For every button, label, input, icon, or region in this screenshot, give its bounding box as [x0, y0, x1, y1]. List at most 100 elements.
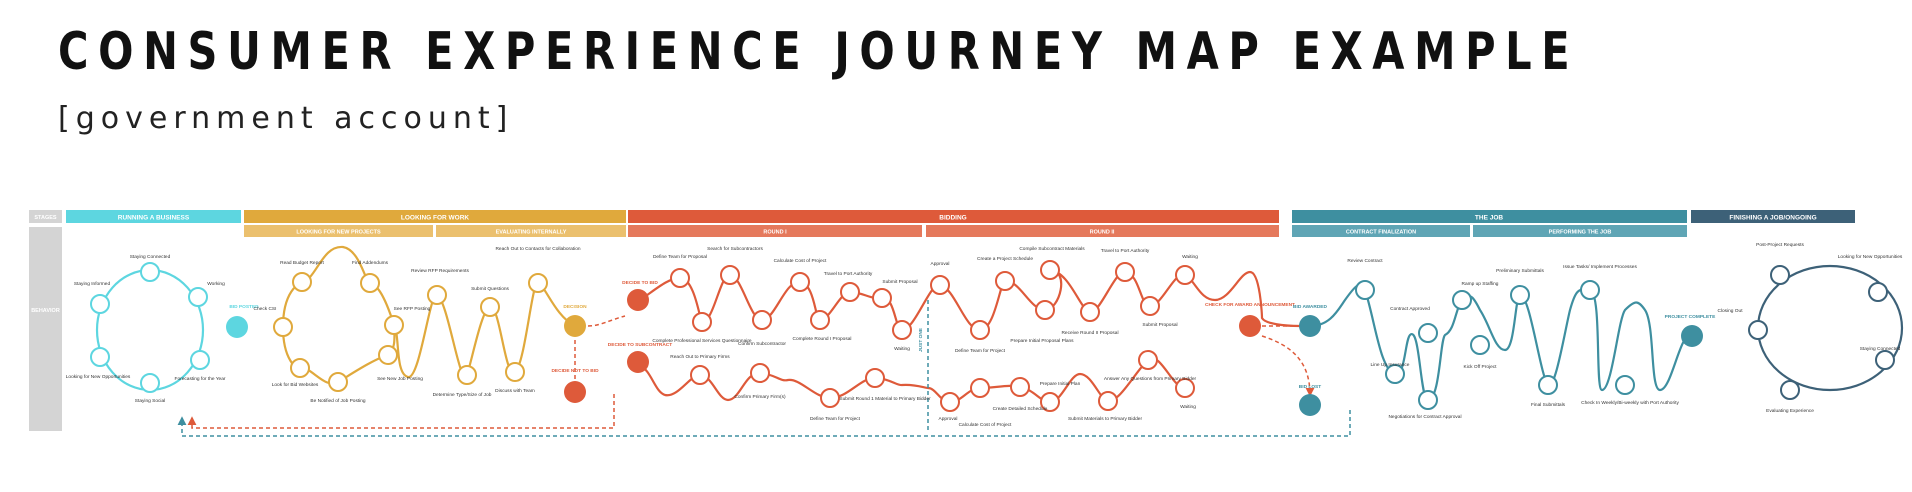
nodes-bidding — [670, 260, 1195, 412]
award-lost-dash — [1261, 335, 1315, 397]
label-reach-primary: Reach Out to Primary Firms — [670, 354, 730, 360]
label-waiting-3: Waiting — [1180, 404, 1196, 410]
decision-node — [564, 315, 586, 337]
dashed-paths — [177, 300, 1351, 437]
looking-path — [281, 245, 576, 385]
label-determine-type: Determine Type/Size of Job — [433, 392, 492, 398]
bid-awarded-node — [1299, 315, 1321, 337]
label-find-addendums: Find Addendums — [352, 260, 389, 266]
label-reach-out: Reach Out to Contacts for Collaboration — [495, 246, 580, 252]
label-kick-off: Kick Off Project — [1464, 364, 1498, 370]
stage-bar-finishing — [1691, 210, 1855, 223]
node-complete-questionnaire — [692, 312, 712, 332]
node-define-team-project — [820, 388, 840, 408]
node-looking-opportunities — [90, 347, 110, 367]
node-reach-primary — [690, 365, 710, 385]
stage-bars: RUNNING A BUSINESS LOOKING FOR WORK BIDD… — [66, 210, 1855, 223]
label-staying-informed: Staying Informed — [74, 281, 111, 287]
project-complete-label: PROJECT COMPLETE — [1665, 314, 1716, 320]
milestones — [226, 289, 1703, 416]
substage-label-evaluating: EVALUATING INTERNALLY — [496, 230, 567, 236]
row-labels: STAGES BEHAVIOR — [29, 210, 62, 431]
node-negotiations — [1418, 390, 1438, 410]
decide-to-subcontract-label: DECIDE TO SUBCONTRACT — [608, 342, 672, 348]
node-travel-port — [840, 282, 860, 302]
stages-row-label: STAGES — [34, 215, 57, 221]
nodes-job — [1355, 280, 1635, 410]
node-notified — [328, 372, 348, 392]
node-approval-1 — [930, 275, 950, 295]
node-calculate-cost — [790, 272, 810, 292]
node-waiting-1 — [892, 320, 912, 340]
label-complete-questionnaire: Complete Professional Services Questionn… — [652, 338, 752, 344]
node-read-budget — [292, 272, 312, 292]
step-labels: Staying Connected Working Forecasting fo… — [66, 242, 1903, 428]
label-check-in: Check In Weekly/Bi-weekly with Port Auth… — [1581, 400, 1679, 406]
node-travel-port-2 — [1115, 262, 1135, 282]
node-forecasting — [190, 350, 210, 370]
bid-posted-label: BID POSTED — [229, 304, 259, 310]
label-travel-port: Travel to Port Authority — [824, 271, 873, 277]
node-discuss-team — [505, 362, 525, 382]
label-evaluating: Evaluating Experience — [1766, 408, 1814, 414]
just-one-label: JUST ONE — [918, 327, 924, 352]
node-working — [188, 287, 208, 307]
decide-to-bid-label: DECIDE TO BID — [622, 280, 658, 286]
stage-label-running: RUNNING A BUSINESS — [118, 215, 190, 222]
node-check-csi — [273, 317, 293, 337]
label-prepare-initial-plan: Prepare Initial Plan — [1040, 381, 1081, 387]
node-ramp-up — [1452, 290, 1472, 310]
label-preliminary-submittals: Preliminary Submittals — [1496, 268, 1544, 274]
label-prepare-initial-plans: Prepare Initial Proposal Plans — [1010, 338, 1074, 344]
substage-label-round2: ROUND II — [1090, 230, 1115, 236]
running-loop-path — [95, 268, 205, 392]
substage-bar-evaluating — [436, 225, 626, 237]
label-waiting-2: Waiting — [1182, 254, 1198, 260]
label-working: Working — [207, 281, 225, 287]
node-staying-informed — [90, 294, 110, 314]
node-kick-off — [1470, 335, 1490, 355]
label-looking-opportunities: Looking for New Opportunities — [66, 374, 131, 380]
label-answer-questions: Answer Any Questions from Primary Bidder — [1104, 376, 1197, 382]
label-staying-connected: Staying Connected — [130, 254, 171, 260]
decide-not-to-bid-label: DECIDE NOT TO BID — [551, 368, 599, 374]
label-staying-social: Staying Social — [135, 398, 165, 404]
label-read-budget: Read Budget Report — [280, 260, 324, 266]
node-prepare-initial-plans — [1035, 300, 1055, 320]
label-receive-round2: Receive Round II Proposal — [1061, 330, 1118, 336]
label-define-team-proposal: Define Team for Proposal — [653, 254, 707, 260]
label-review-rfp: Review RFP Requirements — [411, 268, 469, 274]
stages-row-label-bg — [29, 210, 62, 223]
node-submit-proposal-1 — [872, 288, 892, 308]
page-title: CONSUMER EXPERIENCE JOURNEY MAP EXAMPLE — [58, 22, 1580, 82]
stage-bar-bidding — [628, 210, 1279, 223]
label-compile-materials: Compile Subcontract Materials — [1019, 246, 1085, 252]
node-answer-questions — [1138, 350, 1158, 370]
node-review-rfp — [427, 285, 447, 305]
milestone-labels: BID POSTED DECISION DECIDE TO BID DECIDE… — [229, 280, 1716, 390]
label-negotiations: Negotiations for Contract Approval — [1388, 414, 1461, 420]
node-waiting-3 — [1175, 378, 1195, 398]
bidding-lower-path — [639, 357, 1186, 404]
label-review-contract: Review Contract — [1347, 258, 1383, 264]
label-create-detailed-schedule: Create Detailed Schedule — [993, 406, 1048, 412]
node-submit-materials — [1098, 391, 1118, 411]
label-contract-approved: Contract Approved — [1390, 306, 1430, 312]
decide-to-bid-node — [627, 289, 649, 311]
node-issue-tasks — [1580, 280, 1600, 300]
node-staying-social — [140, 373, 160, 393]
decide-to-subcontract-node — [627, 351, 649, 373]
label-approval-2: Approval — [939, 416, 958, 422]
node-review-contract — [1355, 280, 1375, 300]
decision-to-bid-dash — [587, 315, 626, 327]
nodes-looking — [273, 272, 548, 392]
label-discuss-team: Discuss with Team — [495, 388, 535, 394]
substage-bar-performing — [1473, 225, 1687, 237]
node-calculate-cost-2 — [970, 378, 990, 398]
not-bid-return-path — [187, 394, 615, 429]
decide-not-to-bid-node — [564, 381, 586, 403]
label-define-team-2: Define Team for Project — [955, 348, 1006, 354]
node-confirm-sub — [752, 310, 772, 330]
node-staying-connected — [140, 262, 160, 282]
label-approval-1: Approval — [931, 261, 950, 267]
